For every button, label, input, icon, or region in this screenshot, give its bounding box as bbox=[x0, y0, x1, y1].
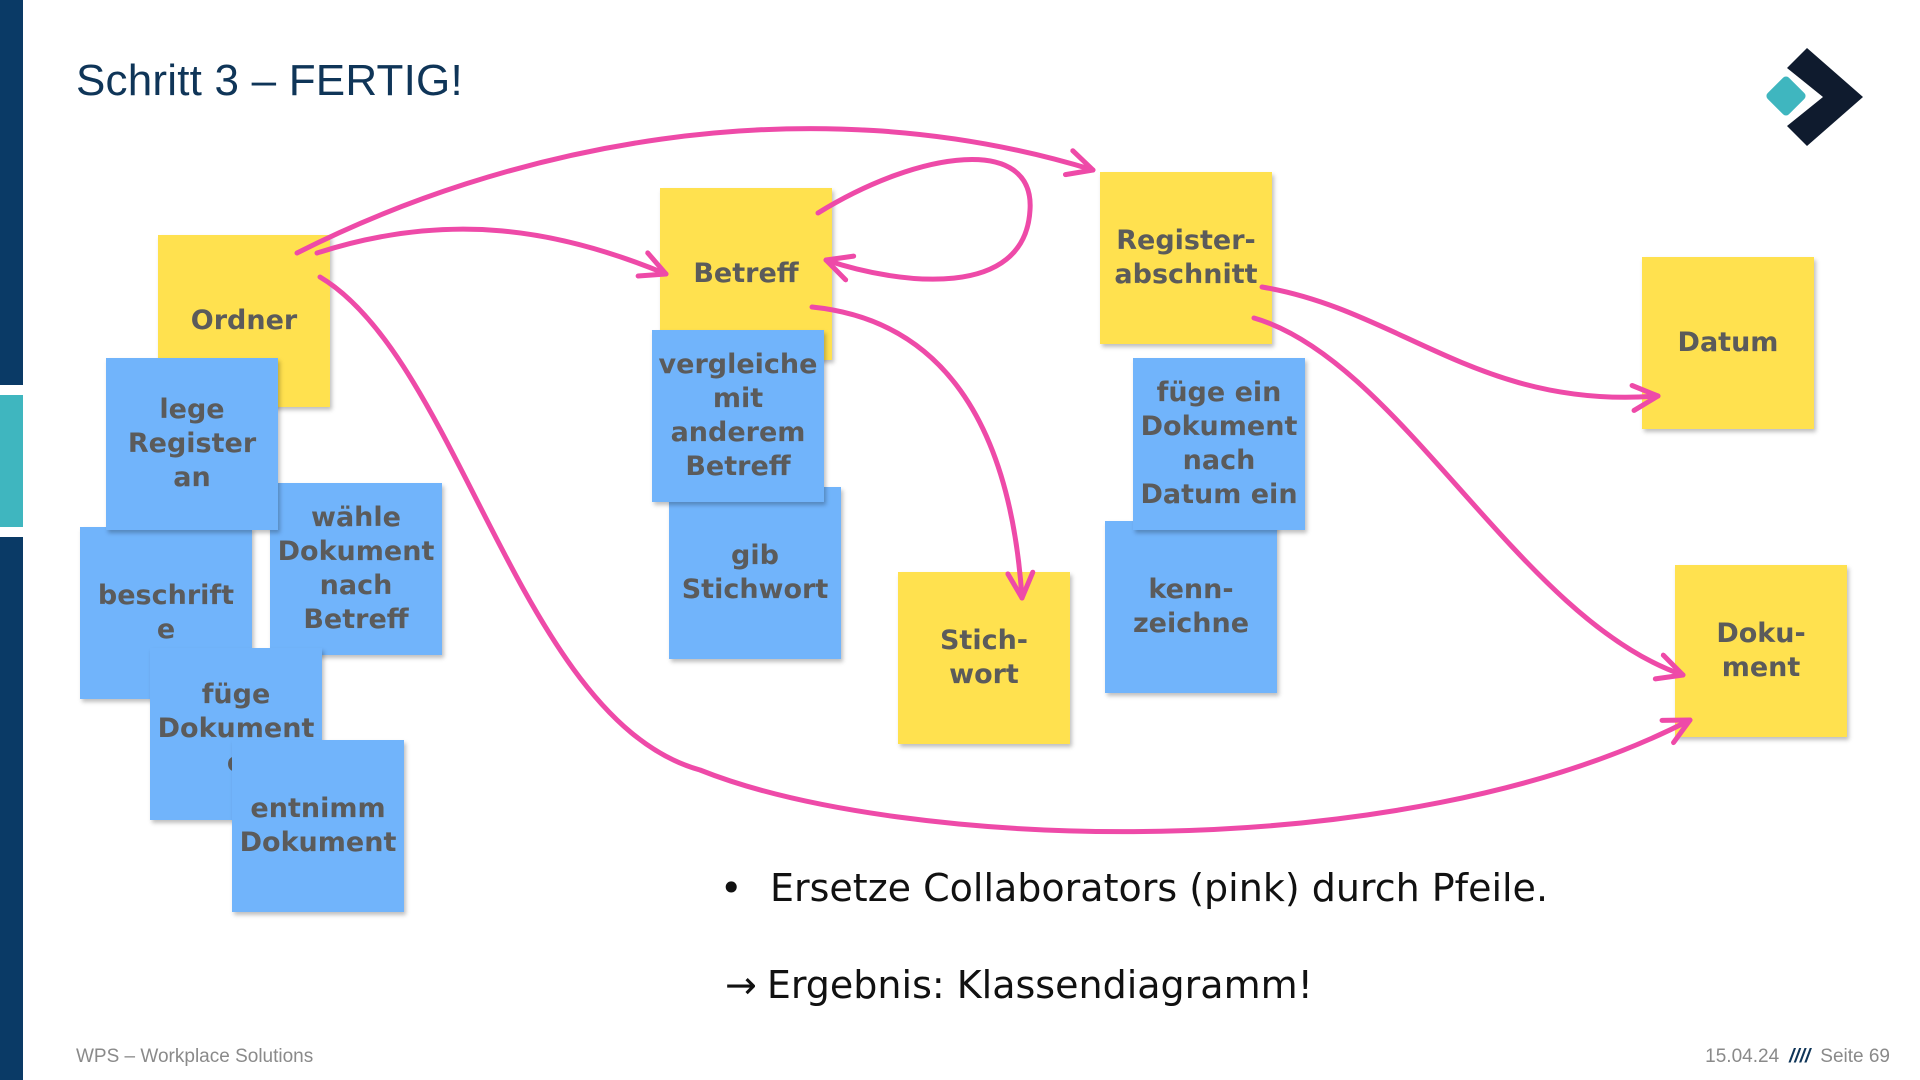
sidebar-teal-segment bbox=[0, 395, 23, 527]
sticky-kennzeichne: kenn- zeichne bbox=[1105, 521, 1277, 693]
footer-meta: 15.04.24 //// Seite 69 bbox=[1705, 1046, 1890, 1068]
page-title: Schritt 3 – FERTIG! bbox=[76, 56, 463, 105]
arrow-registerabschnitt-datum bbox=[1259, 284, 1661, 413]
arrow-betreff-self bbox=[815, 157, 1033, 283]
sticky-lege-register: lege Register an bbox=[106, 358, 278, 530]
bullet-dot: • bbox=[720, 866, 743, 910]
sticky-registerabschnitt: Register- abschnitt bbox=[1100, 172, 1272, 344]
footer-date: 15.04.24 bbox=[1705, 1046, 1780, 1067]
arrow-ordner-dokument bbox=[317, 274, 1693, 835]
sticky-waehle-dokument: wähle Dokument nach Betreff bbox=[270, 483, 442, 655]
right-arrow-icon: → bbox=[725, 963, 757, 1007]
arrow-ordner-registerabschnitt bbox=[294, 126, 1096, 256]
sticky-stichwort: Stich- wort bbox=[898, 572, 1070, 744]
arrow-ordner-betreff bbox=[314, 226, 669, 279]
sticky-entnimm-dokument: entnimm Dokument bbox=[232, 740, 404, 912]
sticky-vergleiche-betreff: vergleiche mit anderem Betreff bbox=[652, 330, 824, 502]
sticky-gib-stichwort: gib Stichwort bbox=[669, 487, 841, 659]
sticky-datum: Datum bbox=[1642, 257, 1814, 429]
footer-company: WPS – Workplace Solutions bbox=[76, 1046, 314, 1067]
result-text: Ergebnis: Klassendiagramm! bbox=[766, 963, 1313, 1007]
sticky-fuege-ein-dokument: füge ein Dokument nach Datum ein bbox=[1133, 358, 1305, 530]
sticky-dokument: Doku- ment bbox=[1675, 565, 1847, 737]
result-line: → Ergebnis: Klassendiagramm! bbox=[725, 963, 1313, 1007]
footer-page-number: Seite 69 bbox=[1820, 1046, 1890, 1067]
sidebar-dark-top bbox=[0, 0, 23, 385]
bullet-instruction: • Ersetze Collaborators (pink) durch Pfe… bbox=[720, 866, 1548, 910]
sidebar-dark-bottom bbox=[0, 537, 23, 1080]
arrow-registerabschnitt-dokument bbox=[1251, 315, 1686, 682]
arrow-betreff-stichwort bbox=[809, 304, 1036, 601]
bullet-text: Ersetze Collaborators (pink) durch Pfeil… bbox=[770, 866, 1549, 910]
footer-separator: //// bbox=[1789, 1046, 1811, 1067]
wps-logo-icon bbox=[1766, 48, 1863, 146]
